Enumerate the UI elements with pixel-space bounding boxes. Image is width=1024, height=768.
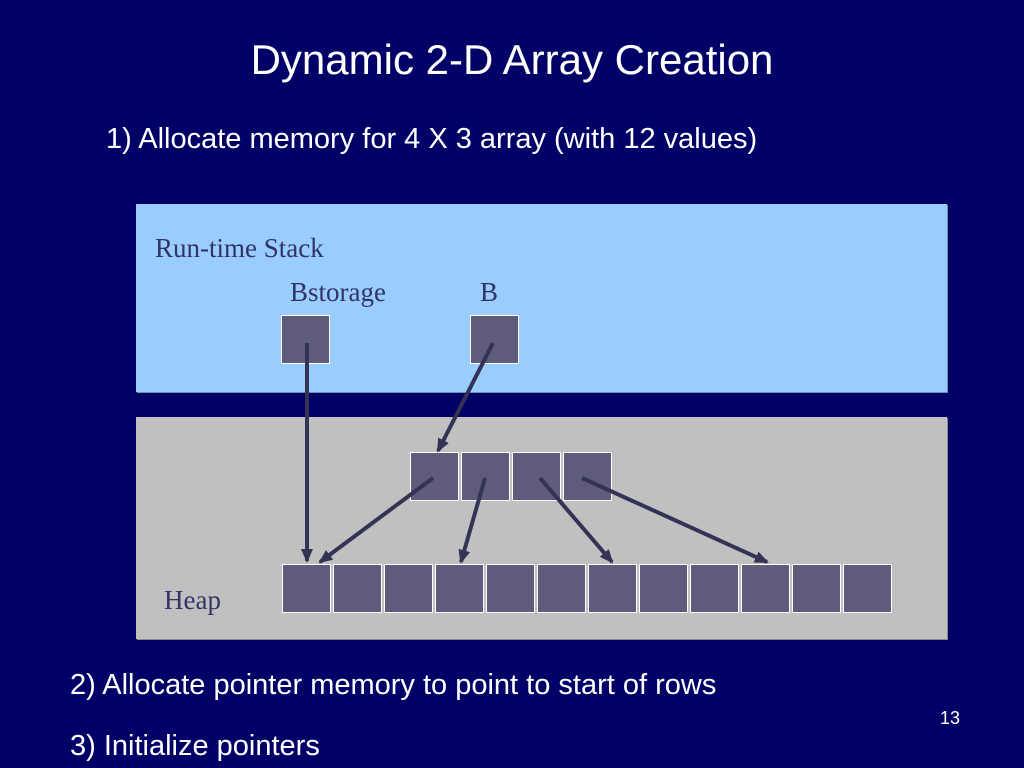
row-pointer-cell-2	[461, 452, 510, 501]
bstorage-label: Bstorage	[290, 277, 386, 307]
slide-title: Dynamic 2-D Array Creation	[250, 36, 774, 83]
run-time-stack-panel	[136, 204, 947, 392]
heap-value-cell-7	[588, 564, 637, 613]
heap-value-cell-1	[282, 564, 331, 613]
heap-value-cell-10	[741, 564, 790, 613]
row-1-arrow	[318, 476, 435, 564]
heap-value-cell-12	[843, 564, 892, 613]
heap-value-cell-4	[435, 564, 484, 613]
row-4-arrow	[581, 476, 769, 564]
row-3-arrow	[538, 476, 614, 564]
heap-value-cell-8	[639, 564, 688, 613]
b-pointer-cell	[470, 315, 519, 364]
step-1-text: 1) Allocate memory for 4 X 3 array (with…	[106, 123, 758, 155]
heap-value-cell-3	[384, 564, 433, 613]
step-3-text: 3) Initialize pointers	[70, 730, 320, 762]
step-2-text: 2) Allocate pointer memory to point to s…	[70, 669, 717, 701]
row-pointer-cell-1	[410, 452, 459, 501]
heap-value-cell-5	[486, 564, 535, 613]
heap-label: Heap	[164, 585, 221, 615]
row-pointer-cell-4	[563, 452, 612, 501]
heap-value-cell-6	[537, 564, 586, 613]
heap-value-cell-9	[690, 564, 739, 613]
heap-value-cell-11	[792, 564, 841, 613]
b-label: B	[480, 277, 499, 307]
run-time-stack-label: Run-time Stack	[155, 233, 324, 263]
b-arrow	[436, 342, 495, 453]
row-2-arrow	[458, 477, 487, 564]
heap-value-cell-2	[333, 564, 382, 613]
slide-number: 13	[940, 708, 961, 728]
